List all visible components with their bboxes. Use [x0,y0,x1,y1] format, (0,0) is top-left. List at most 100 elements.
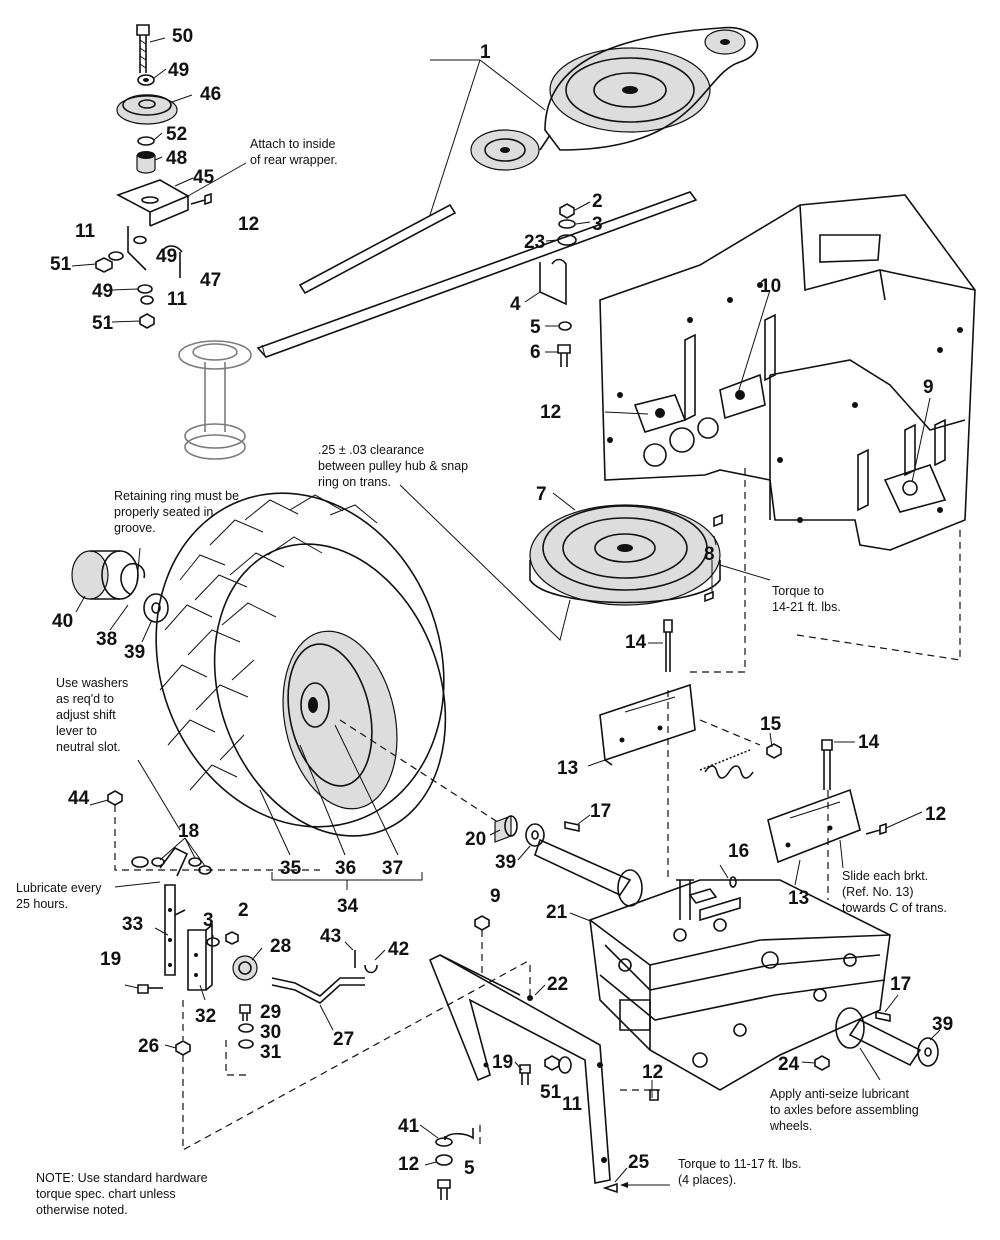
label-5a: 5 [530,317,541,338]
label-11b: 11 [167,289,188,310]
label-15: 15 [760,714,782,735]
label-49a: 49 [168,60,189,81]
label-40: 40 [52,611,73,632]
annotations: Attach to inside of rear wrapper. .25 ± … [16,137,947,1217]
label-12e: 12 [398,1154,419,1175]
label-44: 44 [68,788,90,809]
note-clearance-1: .25 ± .03 clearance [318,443,424,457]
label-11c: 11 [562,1094,583,1115]
note-torque-1421-2: 14-21 ft. lbs. [772,600,841,614]
label-18: 18 [178,821,199,842]
idler-assembly [71,24,247,329]
note-washers-3: adjust shift [56,708,116,722]
axle-bushing-parts [71,547,169,643]
brackets [587,468,961,900]
label-17b: 17 [890,974,911,995]
note-torque-1421-1: Torque to [772,584,824,598]
label-14b: 14 [858,732,880,753]
label-14a: 14 [625,632,647,653]
label-49c: 49 [92,281,113,302]
label-25: 25 [628,1152,650,1173]
label-49b: 49 [156,246,177,267]
label-45: 45 [193,167,215,188]
label-16: 16 [728,841,749,862]
label-30: 30 [260,1022,281,1043]
note-anti-seize-1: Apply anti-seize lubricant [770,1087,909,1101]
note-anti-seize-2: to axles before assembling [770,1103,919,1117]
label-21: 21 [546,902,568,923]
label-48: 48 [166,148,187,169]
label-34: 34 [337,896,359,917]
note-slide-3: towards C of trans. [842,901,947,915]
label-51c: 51 [540,1082,562,1103]
label-5b: 5 [464,1158,475,1179]
note-washers-1: Use washers [56,676,128,690]
label-13b: 13 [788,888,809,909]
label-6: 6 [530,342,541,363]
note-retaining-2: properly seated in [114,505,213,519]
label-36: 36 [335,858,356,879]
ghost-shaft [178,340,252,460]
trans-pulley [399,484,771,641]
note-lubricate-2: 25 hours. [16,897,68,911]
label-41: 41 [398,1116,420,1137]
label-38: 38 [96,629,117,650]
note-hardware-2: torque spec. chart unless [36,1187,176,1201]
note-rear-wrapper-2: of rear wrapper. [250,153,338,167]
label-39b: 39 [495,852,516,873]
label-3a: 3 [592,214,603,235]
note-clearance-3: ring on trans. [318,475,391,489]
label-23: 23 [524,232,545,253]
label-19a: 19 [100,949,121,970]
label-35: 35 [280,858,302,879]
label-27: 27 [333,1029,354,1050]
label-11a: 11 [75,221,96,242]
frame-bracket [419,915,670,1200]
label-52: 52 [166,124,187,145]
label-33: 33 [122,914,143,935]
note-retaining-3: groove. [114,521,156,535]
belt-assembly [256,26,759,358]
note-anti-seize-3: wheels. [769,1119,812,1133]
note-washers-4: lever to [56,724,97,738]
shift-linkage [89,759,531,1152]
label-12d: 12 [642,1062,663,1083]
label-32: 32 [195,1006,216,1027]
label-17a: 17 [590,801,611,822]
label-37: 37 [382,858,403,879]
note-hardware-1: NOTE: Use standard hardware [36,1171,208,1185]
note-slide-1: Slide each brkt. [842,869,928,883]
label-26: 26 [138,1036,159,1057]
label-50: 50 [172,26,193,47]
label-2a: 2 [592,191,603,212]
label-39c: 39 [932,1014,953,1035]
label-3b: 3 [203,910,214,931]
note-washers-2: as req'd to [56,692,114,706]
note-torque-1117-2: (4 places). [678,1173,736,1187]
label-20: 20 [465,829,486,850]
label-51b: 51 [92,313,114,334]
label-12c: 12 [925,804,946,825]
label-29: 29 [260,1002,281,1023]
label-9b: 9 [490,886,501,907]
label-12b: 12 [540,402,561,423]
label-28: 28 [270,936,291,957]
note-washers-5: neutral slot. [56,740,121,754]
label-43: 43 [320,926,341,947]
axle-parts-left [489,814,591,861]
label-19b: 19 [492,1052,513,1073]
label-51a: 51 [50,254,72,275]
note-retaining-1: Retaining ring must be [114,489,239,503]
note-torque-1117-1: Torque to 11-17 ft. lbs. [678,1157,801,1171]
label-4: 4 [510,294,521,315]
label-39a: 39 [124,642,145,663]
label-24: 24 [778,1054,800,1075]
frame-housing [599,194,976,551]
frame-hardware [524,201,591,367]
label-10: 10 [760,276,781,297]
label-13a: 13 [557,758,578,779]
label-12a: 12 [238,214,259,235]
label-1: 1 [480,42,491,63]
